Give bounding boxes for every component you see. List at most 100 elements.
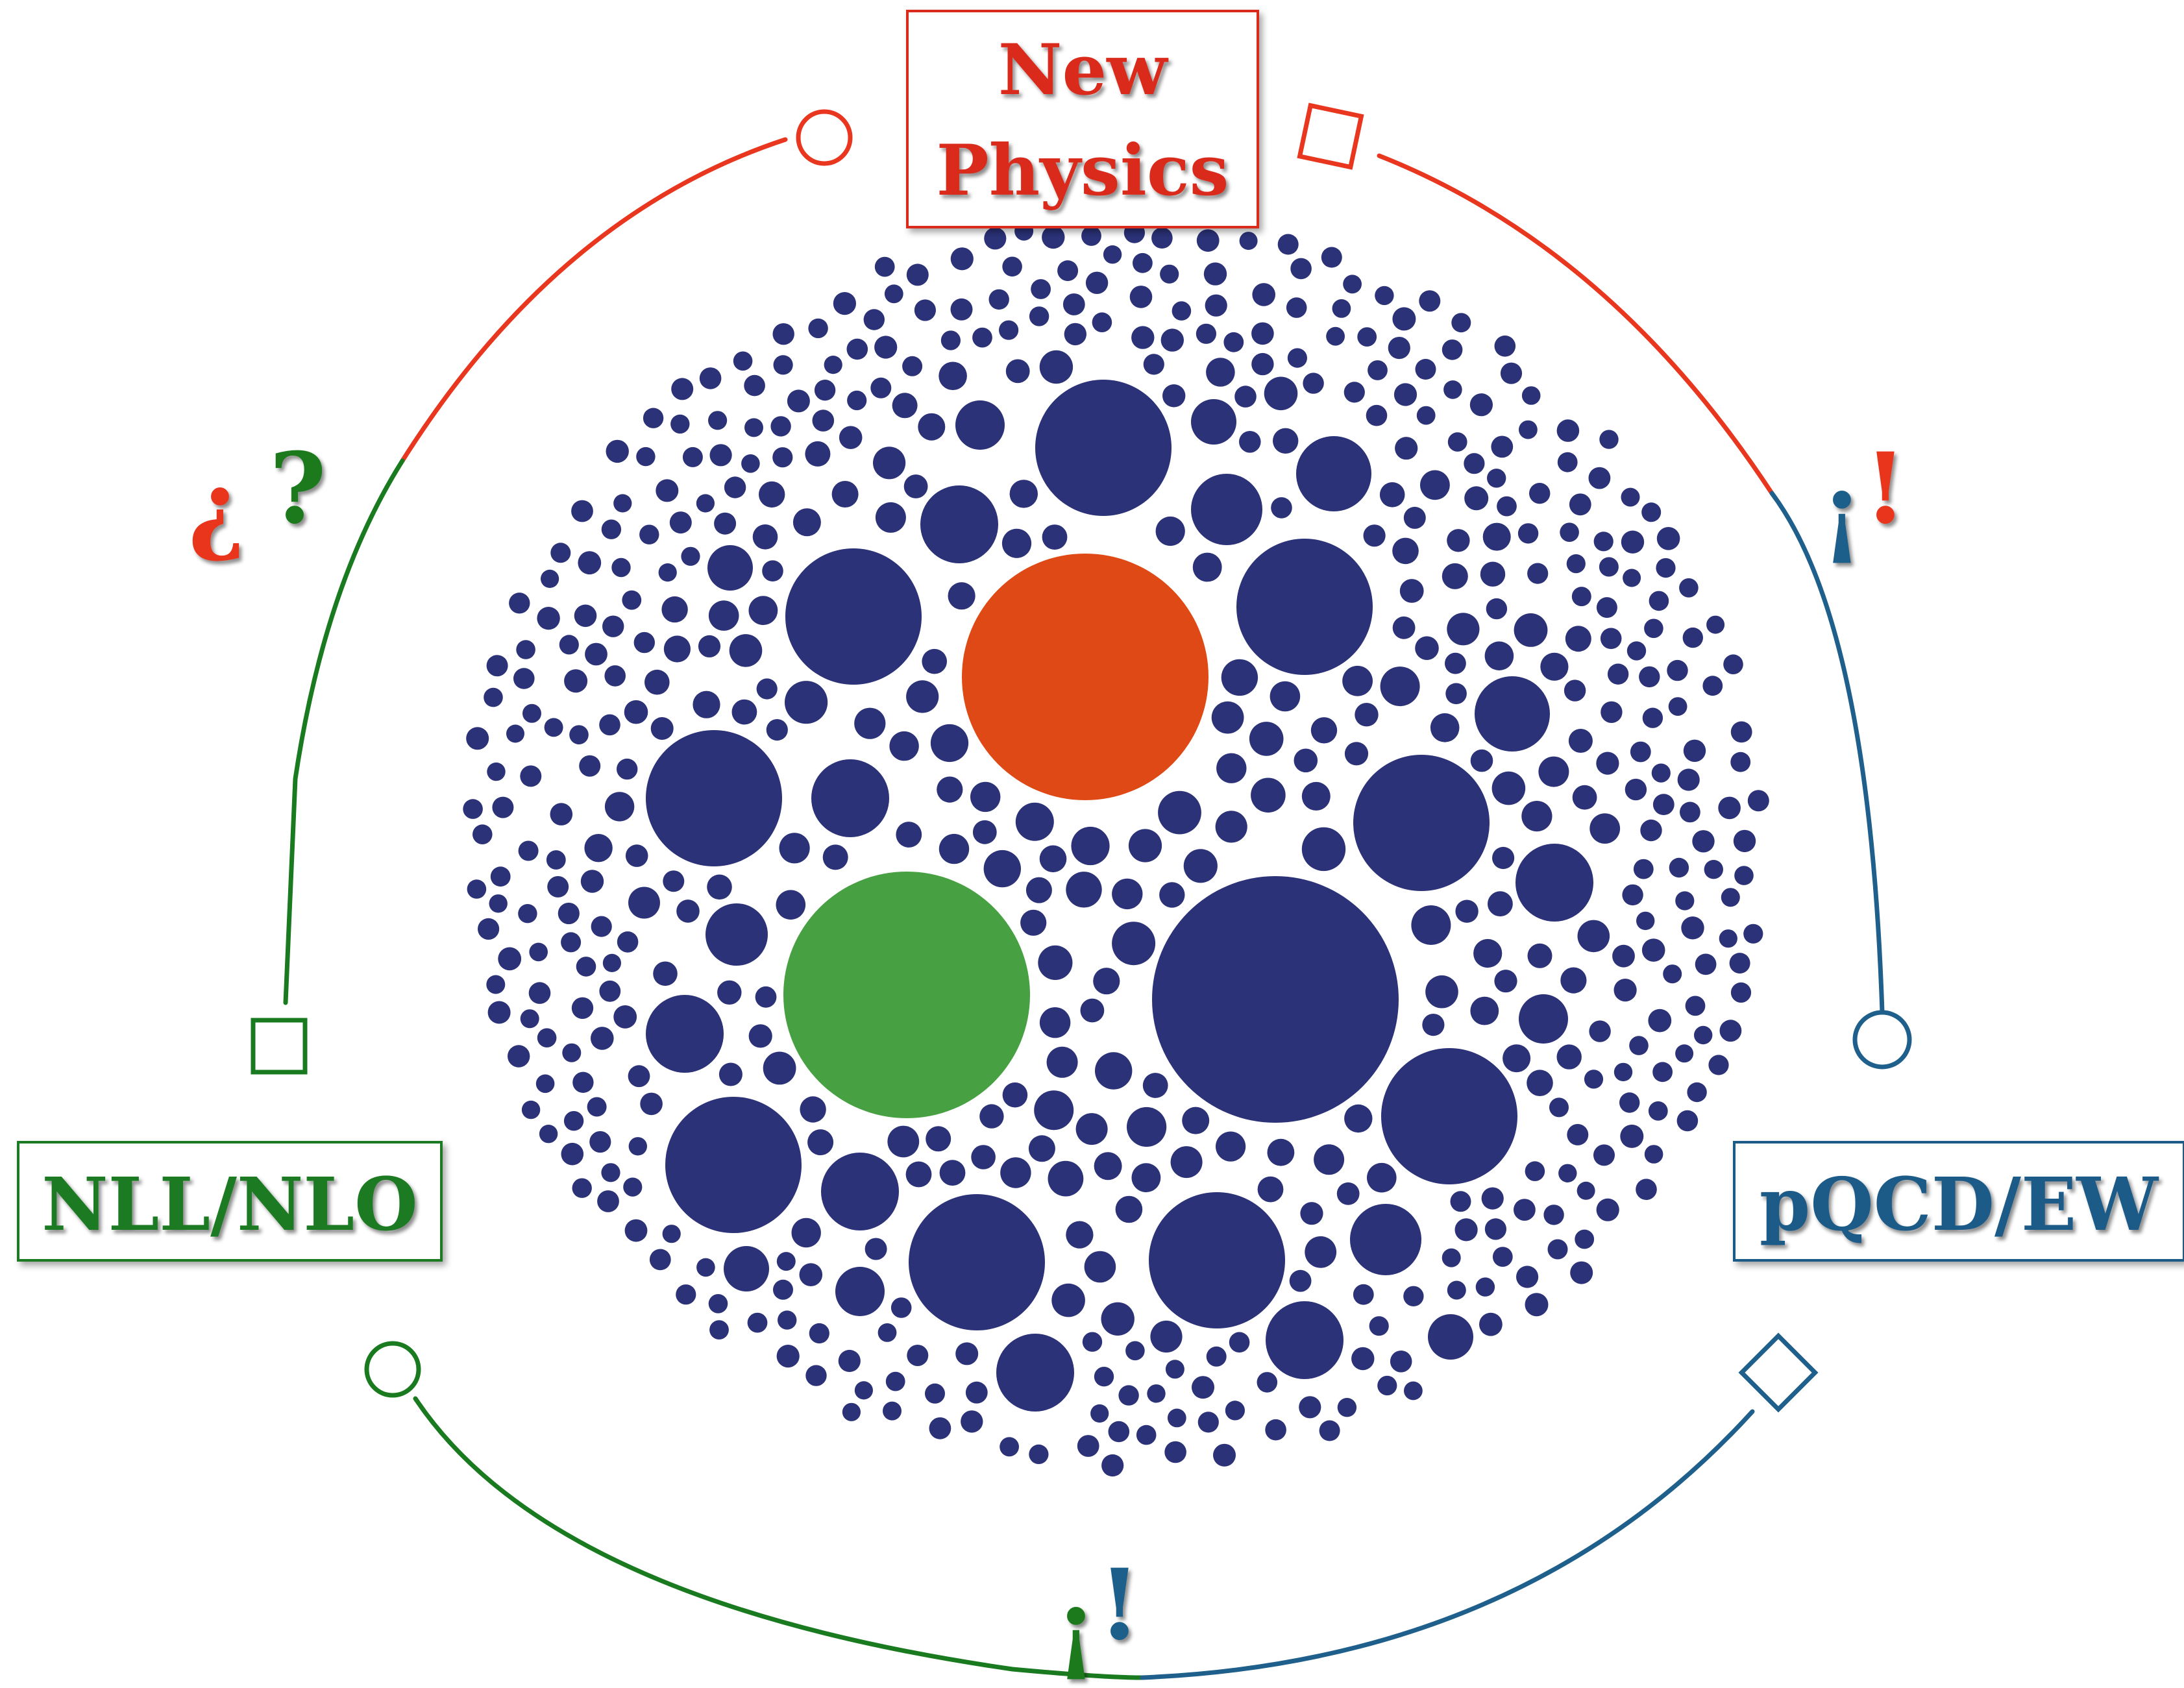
dot: [1167, 1408, 1186, 1428]
dot: [624, 700, 648, 724]
dot: [599, 714, 620, 736]
dot: [1718, 796, 1741, 820]
dot: [714, 512, 737, 535]
dot: [1029, 306, 1049, 326]
dot: [1289, 1269, 1312, 1292]
dot: [1094, 1367, 1114, 1387]
dot: [812, 410, 835, 432]
dot: [1568, 729, 1593, 753]
arc-red-left: [400, 137, 788, 463]
dot: [579, 755, 601, 777]
dot: [628, 887, 660, 919]
dot: [1447, 529, 1470, 552]
dot: [617, 758, 638, 780]
dot: [1127, 1107, 1167, 1147]
dot: [1599, 557, 1619, 577]
dot: [887, 1125, 920, 1158]
dot: [520, 765, 542, 787]
dot: [1344, 382, 1365, 403]
dot: [1589, 813, 1621, 844]
dot: [513, 668, 535, 689]
dot: [613, 494, 632, 513]
dot: [1621, 487, 1640, 507]
dot: [1564, 679, 1586, 702]
dot: [1683, 739, 1706, 763]
dot: [1203, 262, 1227, 286]
dot: [926, 1126, 951, 1152]
dot: [1525, 1293, 1549, 1317]
dot: [914, 299, 936, 321]
dot: [1042, 225, 1065, 249]
dot: [838, 1349, 861, 1373]
dot: [1170, 1146, 1203, 1179]
dot: [1020, 909, 1047, 936]
dot: [643, 408, 664, 428]
dot: [744, 374, 765, 397]
dot: [1165, 1360, 1184, 1379]
dot: [520, 1009, 539, 1029]
dot: [1034, 1090, 1074, 1131]
dot: [1015, 802, 1054, 841]
dot: [1442, 339, 1463, 360]
dot: [1351, 1347, 1375, 1371]
arc-blue-bottom: [1140, 1409, 1755, 1680]
dot: [1621, 530, 1645, 554]
dot: [1630, 741, 1651, 763]
dot: [1648, 1009, 1672, 1033]
dot: [1251, 352, 1274, 376]
dot: [731, 699, 757, 725]
dot: [1191, 474, 1262, 545]
dot: [1681, 916, 1704, 940]
dot: [636, 446, 656, 467]
dot: [1273, 428, 1299, 454]
dot: [1442, 1248, 1461, 1267]
inverted-exclamation-glyph: ¡: [1821, 454, 1863, 569]
dot: [1350, 1204, 1421, 1275]
dot: [1147, 1384, 1166, 1403]
dot: [1464, 486, 1489, 511]
dot: [762, 560, 783, 581]
dot: [1000, 1157, 1031, 1188]
dot: [1403, 1286, 1424, 1307]
dot: [1343, 275, 1362, 294]
dot: [766, 719, 788, 741]
dot: [972, 820, 997, 844]
dot: [1639, 666, 1660, 688]
dot: [1216, 753, 1247, 783]
dot: [1321, 247, 1342, 268]
dot: [649, 1249, 671, 1271]
dot: [1692, 830, 1715, 853]
dot: [663, 870, 685, 892]
dot: [835, 1267, 885, 1316]
dot: [808, 318, 828, 339]
dot: [1488, 891, 1513, 917]
dot: [785, 681, 828, 724]
dot: [896, 822, 922, 848]
dot: [1503, 1044, 1531, 1073]
inverted-exclamation-glyph: ¡: [1055, 1571, 1098, 1685]
dot: [1143, 354, 1164, 375]
dot: [562, 1043, 582, 1062]
dot: [1368, 360, 1388, 380]
dot: [1656, 527, 1680, 550]
dot: [1379, 482, 1405, 508]
dot: [604, 665, 626, 687]
dot: [1450, 1191, 1471, 1212]
dot: [755, 986, 777, 1008]
dot: [984, 227, 1007, 250]
dot: [1305, 1236, 1337, 1268]
dot: [1319, 1420, 1340, 1441]
dot: [937, 776, 963, 803]
dot: [1719, 929, 1737, 948]
dot: [905, 1161, 932, 1188]
dot: [772, 447, 793, 468]
dot: [1150, 1320, 1183, 1353]
dot: [1000, 1437, 1019, 1457]
dot: [1560, 967, 1587, 994]
dot: [787, 389, 810, 413]
circle-marker-icon: [364, 1341, 421, 1398]
dot: [1206, 1346, 1227, 1367]
dot: [821, 1153, 899, 1230]
dot: [1454, 1218, 1478, 1242]
dot: [1679, 578, 1699, 598]
